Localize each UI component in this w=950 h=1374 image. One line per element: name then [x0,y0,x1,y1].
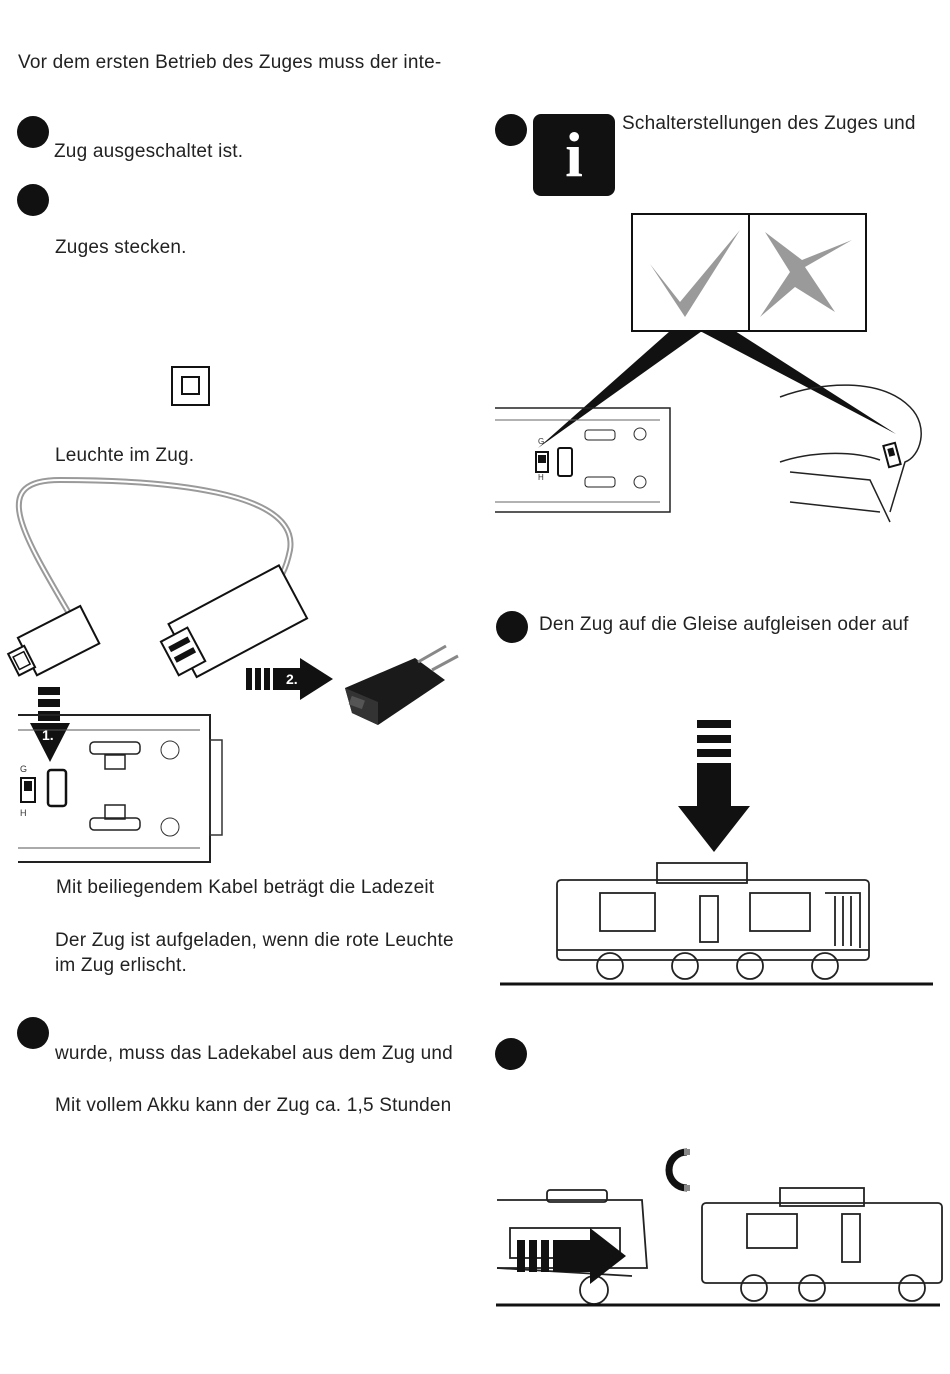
step-bullet-3 [17,1017,49,1049]
switch-positions-text: Schalterstellungen des Zuges und [622,113,916,134]
cross-icon [760,232,852,317]
charging-illustration: 1. 2. G H [6,476,459,863]
switch-label-h: H [20,808,27,818]
coupling-illustration [496,1148,943,1307]
switch-label-g: G [20,764,27,774]
step-1-text: Zug ausgeschaltet ist. [54,141,244,162]
step-3-text: wurde, muss das Ladekabel aus dem Zug un… [55,1043,453,1064]
rail-placement-text: Den Zug auf die Gleise aufgleisen oder a… [539,614,909,635]
protection-class-ii-icon [171,366,210,406]
rail-placement-illustration [500,720,933,986]
train-underside [18,714,223,863]
step-bullet-coupling [495,1038,527,1070]
locomotive-2 [701,1187,943,1302]
detail-switch-label-g: G [538,437,544,446]
charge-time-text: Mit beiliegendem Kabel beträgt die Ladez… [56,877,435,898]
checkmark-icon [650,230,740,317]
intro-text: Vor dem ersten Betrieb des Zuges muss de… [18,52,442,73]
step-bullet-2 [17,184,49,216]
locomotive [556,862,870,980]
charged-text-line2: im Zug erlischt. [55,955,188,976]
arrow-2-label: 2. [286,671,298,687]
step-2-text: Zuges stecken. [55,237,187,258]
detail-switch-label-h: H [538,473,544,482]
step-bullet-1 [17,116,49,148]
switch-position-illustration: G H [495,213,922,523]
arrow-1-label: 1. [42,727,54,743]
step-2-light-text: Leuchte im Zug. [55,445,195,466]
info-icon: i [533,114,615,196]
step-bullet-rail [496,611,528,643]
usb-charger [345,644,459,725]
battery-runtime-text: Mit vollem Akku kann der Zug ca. 1,5 Stu… [55,1095,452,1116]
magnet-icon [665,1148,688,1192]
step-bullet-info [495,114,527,146]
charged-text-line1: Der Zug ist aufgeladen, wenn die rote Le… [55,930,454,951]
